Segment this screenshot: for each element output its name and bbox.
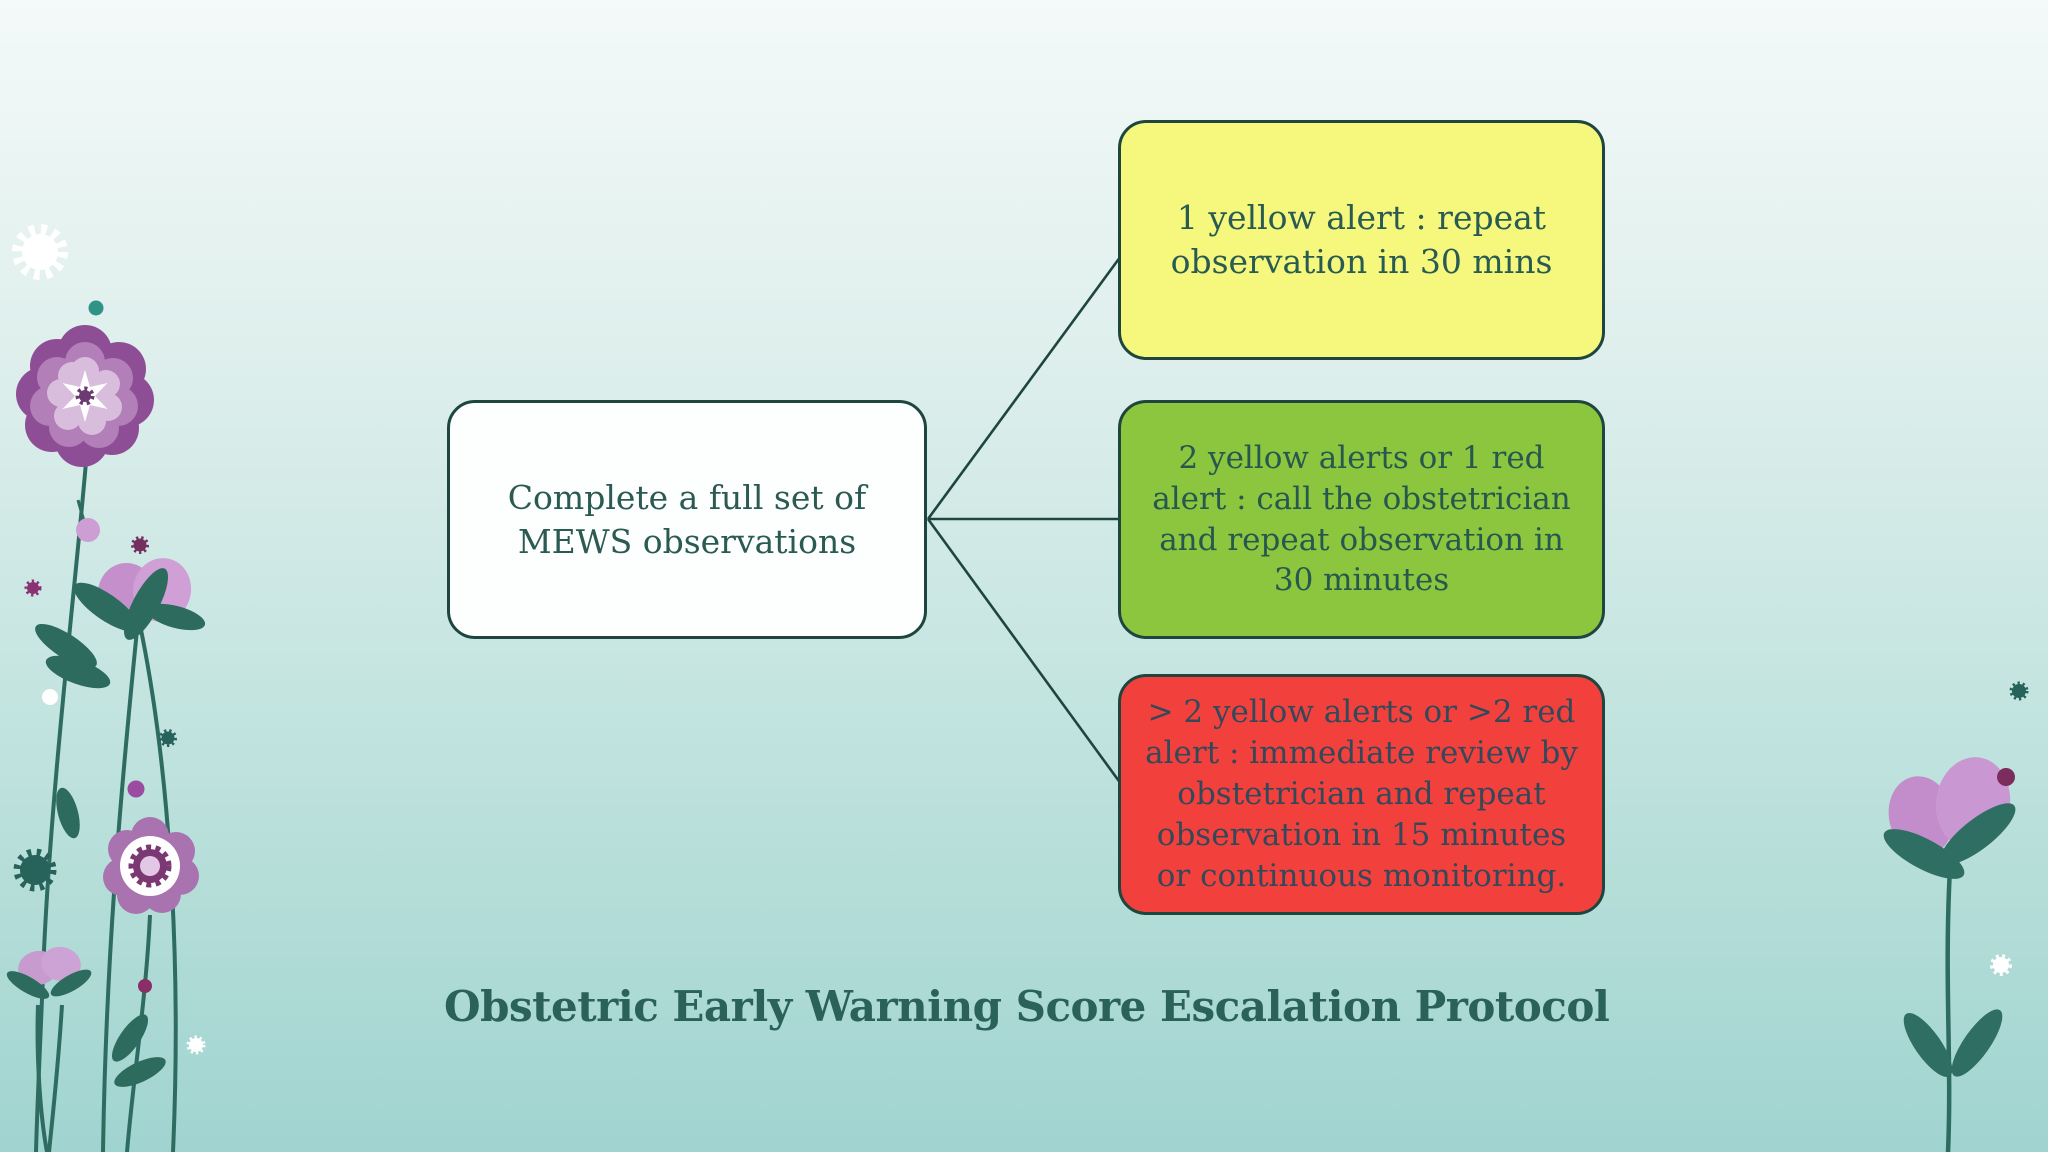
leaf <box>56 787 80 839</box>
node-red-alert-label: > 2 yellow alerts or >2 red alert : imme… <box>1145 694 1578 894</box>
tulip-leaf <box>73 582 139 632</box>
lavender-dot <box>76 518 100 542</box>
poppy-flower <box>103 817 199 914</box>
tulip-leaf <box>1883 829 1965 879</box>
teal-dot <box>88 300 104 316</box>
tulip-leaf <box>123 568 169 640</box>
leaves <box>35 623 166 1087</box>
purple-spiky-dot <box>131 536 149 554</box>
poppy-center <box>140 856 160 876</box>
white-spiky-dot <box>186 1035 206 1055</box>
stem <box>47 1004 64 1152</box>
leaf <box>35 623 97 669</box>
leaves <box>1903 1009 2003 1078</box>
node-complete-mews: Complete a full set of MEWS observations <box>447 400 927 639</box>
leaf <box>111 1014 149 1062</box>
white-dot <box>42 689 58 705</box>
tulip-leaf <box>146 603 206 631</box>
white-spiky-dot <box>1990 954 2012 976</box>
leaf <box>45 655 111 689</box>
tulip-leaf <box>1940 803 2016 865</box>
teal-spiky-dot <box>2009 681 2029 701</box>
leaf <box>1951 1009 2003 1077</box>
tulip-leaf <box>6 971 50 999</box>
magenta-spiky-dot <box>24 579 42 597</box>
connector-lines <box>926 229 1142 811</box>
magenta-dot <box>1997 768 2015 786</box>
connector-to-yellow-node <box>926 229 1142 520</box>
small-tulip-flower <box>6 946 92 999</box>
leaf <box>1903 1012 1953 1078</box>
left-flower-cluster <box>6 224 206 1152</box>
node-yellow-alert: 1 yellow alert : repeat observation in 3… <box>1118 120 1605 360</box>
right-flower-cluster <box>1883 681 2029 1152</box>
orchid-tulip-flower <box>1883 757 2016 879</box>
tulip-leaf <box>50 969 92 997</box>
orchid-tulip-flower <box>73 558 206 640</box>
layered-purple-flower <box>16 325 154 467</box>
purple-dot <box>127 780 145 798</box>
node-yellow-alert-label: 1 yellow alert : repeat observation in 3… <box>1170 198 1553 281</box>
leaf <box>114 1057 166 1087</box>
stem <box>1945 867 1953 1152</box>
connector-to-red-node <box>926 518 1142 811</box>
node-complete-mews-label: Complete a full set of MEWS observations <box>507 477 867 561</box>
node-green-alert: 2 yellow alerts or 1 red alert : call th… <box>1118 400 1605 639</box>
teal-sunburst-flower <box>13 848 57 892</box>
white-fluffy-flower <box>12 224 68 280</box>
tulip-petal <box>41 946 81 982</box>
stem <box>35 1004 49 1152</box>
magenta-dot <box>138 979 152 993</box>
flower-spiky-center <box>75 386 95 406</box>
node-green-alert-label: 2 yellow alerts or 1 red alert : call th… <box>1152 439 1571 599</box>
slide-caption: Obstetric Early Warning Score Escalation… <box>444 982 1610 1031</box>
node-red-alert: > 2 yellow alerts or >2 red alert : imme… <box>1118 674 1605 915</box>
teal-spiky-dot <box>159 729 177 747</box>
